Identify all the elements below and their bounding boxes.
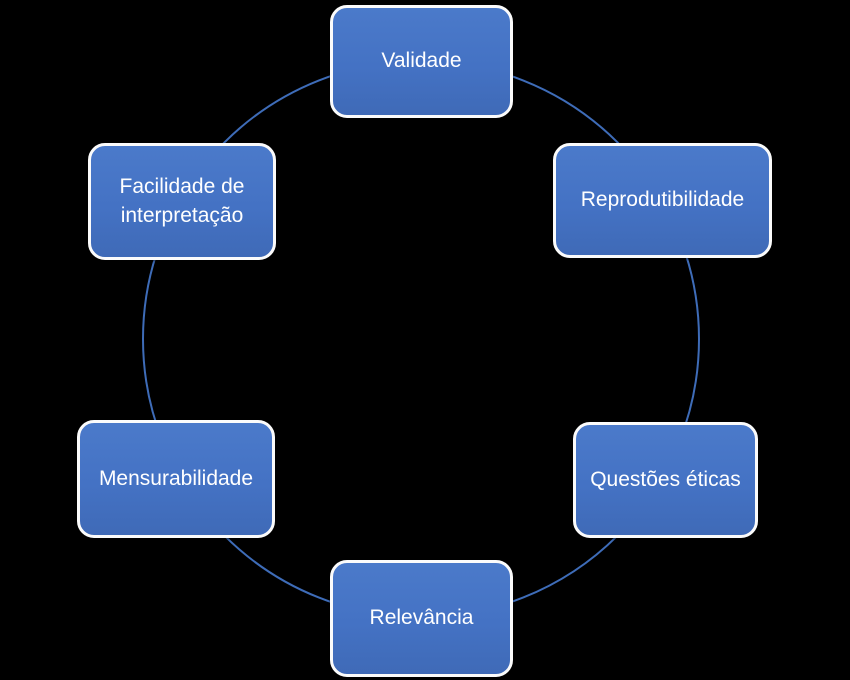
node-facilidade-de-interpretacao-label: Facilidade de interpretação (119, 175, 245, 227)
node-relevancia: Relevância (330, 560, 513, 677)
node-questoes-eticas: Questões éticas (573, 422, 758, 538)
node-mensurabilidade-label: Mensurabilidade (98, 466, 254, 490)
node-validade-label: Validade (381, 49, 462, 73)
node-mensurabilidade: Mensurabilidade (77, 420, 275, 538)
node-relevancia-label: Relevância (369, 606, 474, 630)
node-reprodutibilidade: Reprodutibilidade (553, 143, 772, 258)
node-facilidade-de-interpretacao: Facilidade de interpretação (88, 143, 276, 260)
node-reprodutibilidade-label: Reprodutibilidade (580, 188, 745, 212)
node-validade: Validade (330, 5, 513, 118)
node-questoes-eticas-label: Questões éticas (590, 467, 741, 491)
